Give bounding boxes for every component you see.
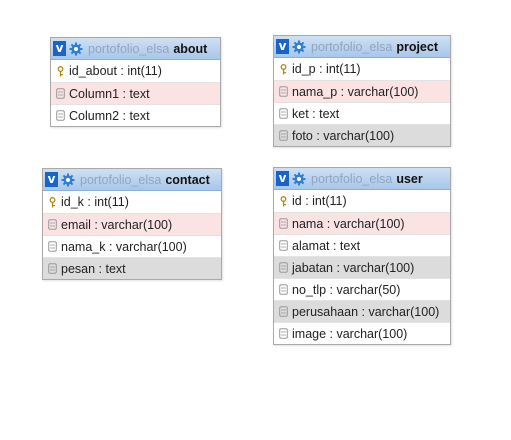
column-label: Column2 : text xyxy=(69,108,150,123)
column-row[interactable]: foto : varchar(100) xyxy=(274,124,450,146)
column-label: nama_k : varchar(100) xyxy=(61,239,187,254)
column-icon xyxy=(279,284,288,295)
column-label: id_p : int(11) xyxy=(292,62,361,76)
column-icon xyxy=(279,240,288,251)
toggle-button[interactable]: v xyxy=(276,171,289,186)
column-row[interactable]: perusahaan : varchar(100) xyxy=(274,300,450,322)
column-row[interactable]: nama : varchar(100) xyxy=(274,212,450,234)
table-name[interactable]: project xyxy=(396,39,438,54)
column-row[interactable]: ket : text xyxy=(274,102,450,124)
column-label: no_tlp : varchar(50) xyxy=(292,282,401,297)
toggle-button[interactable]: v xyxy=(53,41,66,56)
column-row[interactable]: id_about : int(11) xyxy=(51,60,220,82)
column-label: id : int(11) xyxy=(292,194,347,208)
column-row[interactable]: id : int(11) xyxy=(274,190,450,212)
column-row[interactable]: no_tlp : varchar(50) xyxy=(274,278,450,300)
table-name[interactable]: user xyxy=(396,171,423,186)
table-header[interactable]: v portofolio_elsa contact xyxy=(43,169,221,191)
gear-icon[interactable] xyxy=(61,173,75,187)
column-label: Column1 : text xyxy=(69,86,150,101)
column-icon xyxy=(279,218,288,229)
column-row[interactable]: email : varchar(100) xyxy=(43,213,221,235)
key-icon xyxy=(280,195,287,206)
table-about[interactable]: v portofolio_elsa about id_about : int(1… xyxy=(50,37,221,127)
column-icon xyxy=(56,110,65,121)
key-icon xyxy=(280,63,287,74)
column-icon xyxy=(279,262,288,273)
table-user[interactable]: v portofolio_elsa user id : int(11) nama… xyxy=(273,167,451,345)
column-label: nama_p : varchar(100) xyxy=(292,84,419,99)
column-label: id_k : int(11) xyxy=(61,195,129,209)
database-name: portofolio_elsa xyxy=(80,172,162,187)
column-icon xyxy=(48,241,57,252)
column-row[interactable]: alamat : text xyxy=(274,234,450,256)
column-row[interactable]: nama_p : varchar(100) xyxy=(274,80,450,102)
column-icon xyxy=(279,328,288,339)
column-label: nama : varchar(100) xyxy=(292,216,405,231)
column-row[interactable]: id_k : int(11) xyxy=(43,191,221,213)
database-name: portofolio_elsa xyxy=(311,39,393,54)
key-icon xyxy=(49,196,56,207)
gear-icon[interactable] xyxy=(69,42,83,56)
gear-icon[interactable] xyxy=(292,40,306,54)
table-project[interactable]: v portofolio_elsa project id_p : int(11)… xyxy=(273,35,451,147)
database-name: portofolio_elsa xyxy=(88,41,170,56)
table-contact[interactable]: v portofolio_elsa contact id_k : int(11)… xyxy=(42,168,222,280)
table-name[interactable]: about xyxy=(173,41,208,56)
column-icon xyxy=(279,306,288,317)
column-label: perusahaan : varchar(100) xyxy=(292,304,440,319)
column-row[interactable]: nama_k : varchar(100) xyxy=(43,235,221,257)
table-header[interactable]: v portofolio_elsa project xyxy=(274,36,450,58)
toggle-button[interactable]: v xyxy=(45,172,58,187)
column-label: pesan : text xyxy=(61,261,126,276)
column-row[interactable]: pesan : text xyxy=(43,257,221,279)
column-row[interactable]: image : varchar(100) xyxy=(274,322,450,344)
column-icon xyxy=(279,130,288,141)
toggle-button[interactable]: v xyxy=(276,39,289,54)
column-label: foto : varchar(100) xyxy=(292,128,395,143)
column-row[interactable]: Column1 : text xyxy=(51,82,220,104)
table-header[interactable]: v portofolio_elsa user xyxy=(274,168,450,190)
column-label: alamat : text xyxy=(292,238,361,253)
column-row[interactable]: id_p : int(11) xyxy=(274,58,450,80)
column-icon xyxy=(56,88,65,99)
column-icon xyxy=(48,219,57,230)
column-icon xyxy=(279,108,288,119)
column-row[interactable]: Column2 : text xyxy=(51,104,220,126)
column-icon xyxy=(48,263,57,274)
column-label: email : varchar(100) xyxy=(61,217,173,232)
table-header[interactable]: v portofolio_elsa about xyxy=(51,38,220,60)
column-label: jabatan : varchar(100) xyxy=(292,260,415,275)
table-name[interactable]: contact xyxy=(165,172,210,187)
key-icon xyxy=(57,65,64,76)
column-label: image : varchar(100) xyxy=(292,326,408,341)
gear-icon[interactable] xyxy=(292,172,306,186)
database-name: portofolio_elsa xyxy=(311,171,393,186)
column-row[interactable]: jabatan : varchar(100) xyxy=(274,256,450,278)
column-icon xyxy=(279,86,288,97)
column-label: id_about : int(11) xyxy=(69,64,162,78)
column-label: ket : text xyxy=(292,106,340,121)
